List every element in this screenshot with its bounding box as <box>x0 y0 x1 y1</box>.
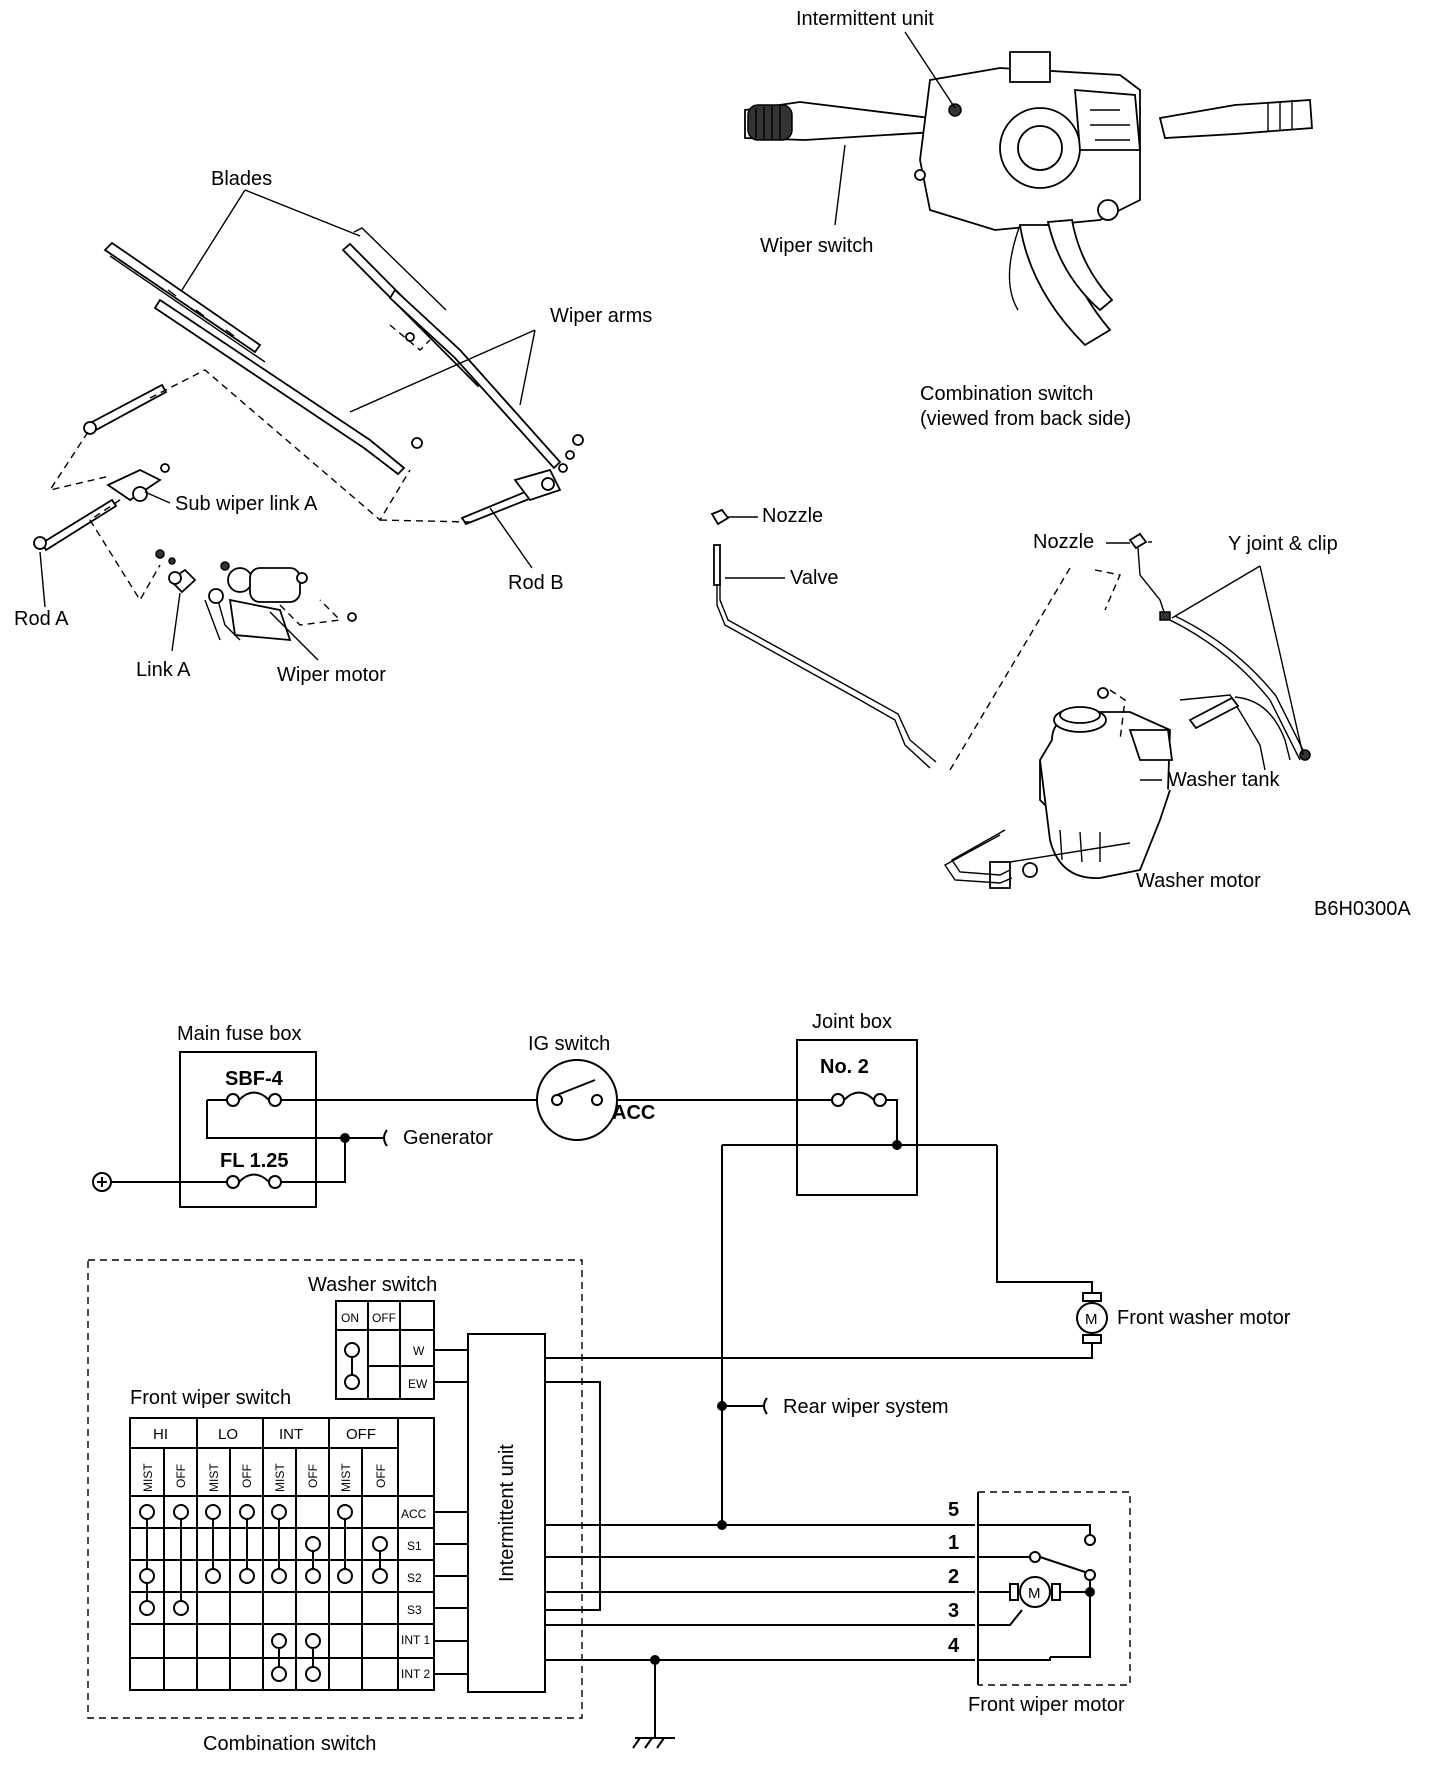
acc-label: ACC <box>612 1102 655 1124</box>
term-int2: INT 2 <box>401 1667 430 1681</box>
washer-tank-label: Washer tank <box>1168 769 1281 791</box>
off-mist: MIST <box>339 1463 353 1492</box>
hi-header: HI <box>153 1426 168 1443</box>
term-s1: S1 <box>407 1539 422 1553</box>
term-s2: S2 <box>407 1571 422 1585</box>
int-header: INT <box>279 1426 303 1443</box>
wiper-motor-label: Wiper motor <box>277 664 386 686</box>
front-wiper-motor-icon <box>1019 1576 1051 1608</box>
wiper-assembly: Blades Wiper arms Sub wiper link A Rod A… <box>14 168 652 686</box>
main-fuse-box <box>179 1051 317 1208</box>
pin3-label: 3 <box>948 1600 959 1622</box>
generator-label: Generator <box>403 1127 493 1149</box>
combination-switch-caption-2: (viewed from back side) <box>920 408 1131 430</box>
nozzle-left-label: Nozzle <box>762 505 823 527</box>
main-fuse-box-label: Main fuse box <box>177 1023 302 1045</box>
front-wiper-switch-table <box>129 1417 435 1691</box>
intermittent-unit-top-label: Intermittent unit <box>796 8 934 30</box>
pin1-label: 1 <box>948 1532 959 1554</box>
washer-on-label: ON <box>341 1311 359 1325</box>
term-s3: S3 <box>407 1603 422 1617</box>
fl125-label: FL 1.25 <box>220 1150 289 1172</box>
hi-off: OFF <box>174 1464 188 1488</box>
off-off: OFF <box>374 1464 388 1488</box>
washer-w-label: W <box>413 1344 425 1358</box>
pin4-label: 4 <box>948 1635 960 1657</box>
lo-header: LO <box>218 1426 238 1443</box>
figure-code: B6H0300A <box>1314 898 1411 920</box>
joint-box <box>796 1039 918 1196</box>
rod-a-label: Rod A <box>14 608 69 630</box>
washer-motor-label: Washer motor <box>1136 870 1261 892</box>
int-mist: MIST <box>273 1463 287 1492</box>
front-wiper-switch-label: Front wiper switch <box>130 1387 291 1409</box>
sub-wiper-link-a-label: Sub wiper link A <box>175 493 318 515</box>
combination-switch-label: Combination switch <box>203 1733 376 1755</box>
link-a-label: Link A <box>136 659 191 681</box>
front-washer-motor-label: Front washer motor <box>1117 1307 1291 1329</box>
washer-off-label: OFF <box>372 1311 396 1325</box>
front-washer-motor-icon <box>1076 1302 1108 1334</box>
off-header: OFF <box>346 1426 376 1443</box>
nozzle-right-label: Nozzle <box>1033 531 1094 553</box>
joint-box-label: Joint box <box>812 1011 892 1033</box>
pin5-label: 5 <box>948 1499 959 1521</box>
front-wiper-motor-m: M <box>1028 1585 1041 1602</box>
int-off: OFF <box>306 1464 320 1488</box>
combination-switch-caption-1: Combination switch <box>920 383 1093 405</box>
blades-label: Blades <box>211 168 272 190</box>
pin2-label: 2 <box>948 1566 959 1588</box>
combination-switch-view: Intermittent unit Wiper switch Combinati… <box>744 8 1313 430</box>
combination-switch-boundary <box>87 1259 583 1719</box>
rod-b-label: Rod B <box>508 572 564 594</box>
no2-label: No. 2 <box>820 1056 869 1078</box>
term-acc: ACC <box>401 1507 427 1521</box>
wiper-switch-label: Wiper switch <box>760 235 873 257</box>
circuit-diagram: Main fuse box SBF-4 FL 1.25 Generator IG… <box>87 1011 1291 1755</box>
ig-switch-label: IG switch <box>528 1033 610 1055</box>
intermittent-unit-circuit-label: Intermittent unit <box>496 1444 518 1582</box>
lo-off: OFF <box>240 1464 254 1488</box>
wiper-arms-label: Wiper arms <box>550 305 652 327</box>
ig-switch <box>536 1059 618 1141</box>
front-washer-motor-m: M <box>1085 1311 1098 1328</box>
valve-label: Valve <box>790 567 839 589</box>
washer-assembly: Nozzle Valve Nozzle Y joint & clip Washe… <box>710 505 1411 920</box>
battery-plus-icon <box>92 1172 112 1192</box>
intermittent-unit-block <box>467 1333 546 1693</box>
washer-switch-label: Washer switch <box>308 1274 437 1296</box>
front-wiper-motor-label: Front wiper motor <box>968 1694 1125 1716</box>
y-joint-label: Y joint & clip <box>1228 533 1338 555</box>
term-int1: INT 1 <box>401 1633 430 1647</box>
sbf4-label: SBF-4 <box>225 1068 284 1090</box>
washer-ew-label: EW <box>408 1377 428 1391</box>
rear-wiper-system-label: Rear wiper system <box>783 1396 949 1418</box>
hi-mist: MIST <box>141 1463 155 1492</box>
lo-mist: MIST <box>207 1463 221 1492</box>
